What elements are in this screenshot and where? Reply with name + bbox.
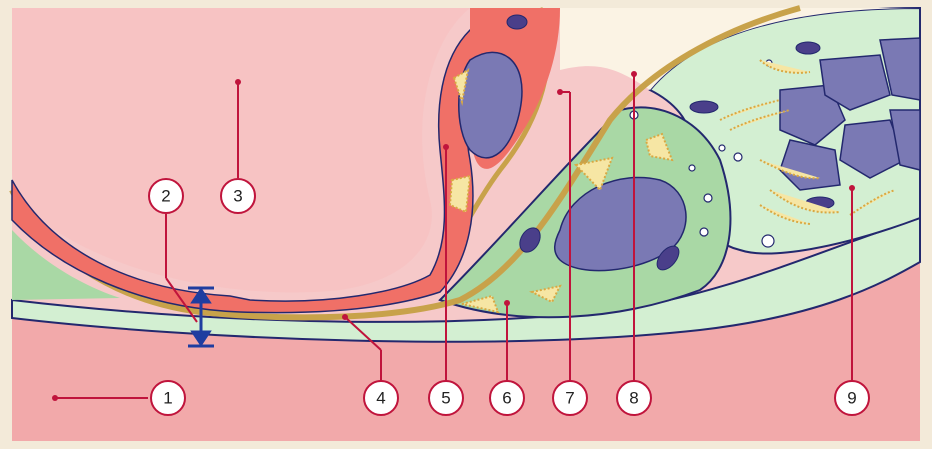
callout-3-label: 3 — [233, 187, 242, 206]
callout-1-label: 1 — [163, 389, 172, 408]
callout-9: 9 — [835, 381, 869, 415]
callout-7-label: 7 — [565, 389, 574, 408]
callout-5-label: 5 — [441, 389, 450, 408]
callout-6-label: 6 — [502, 389, 511, 408]
callout-4: 4 — [364, 381, 398, 415]
callout-2: 2 — [149, 179, 183, 213]
callout-5: 5 — [429, 381, 463, 415]
callout-6: 6 — [490, 381, 524, 415]
callout-8: 8 — [617, 381, 651, 415]
callout-1: 1 — [151, 381, 185, 415]
callout-3: 3 — [221, 179, 255, 213]
callout-4-label: 4 — [376, 389, 385, 408]
callout-7: 7 — [553, 381, 587, 415]
callout-2-label: 2 — [161, 187, 170, 206]
callout-8-label: 8 — [629, 389, 638, 408]
callout-9-label: 9 — [847, 389, 856, 408]
